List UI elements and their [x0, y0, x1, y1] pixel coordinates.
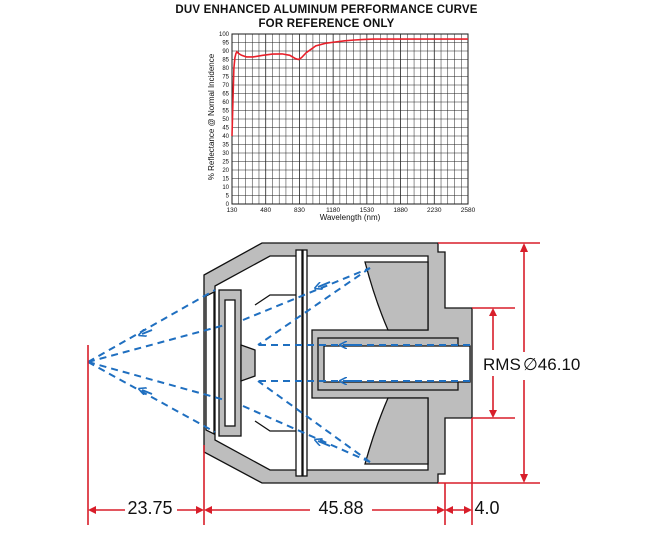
y-tick-label: 40: [222, 134, 229, 140]
secondary-mount-inner: [224, 299, 236, 427]
dim-arrowhead: [196, 506, 204, 514]
x-axis-label: Wavelength (nm): [320, 213, 381, 222]
y-axis-label: % Reflectance @ Normal Incidence: [207, 53, 216, 180]
chart-subtitle: FOR REFERENCE ONLY: [258, 18, 395, 30]
dim-arrowhead: [437, 506, 445, 514]
dim-arrowhead: [204, 506, 212, 514]
y-tick-label: 30: [222, 151, 229, 157]
window-plate-2: [302, 249, 308, 477]
ray-arrow: [318, 441, 331, 447]
x-tick-label: 830: [294, 207, 305, 214]
y-tick-label: 75: [222, 75, 229, 81]
dim-arrowhead: [489, 410, 497, 418]
window-plate: [295, 249, 303, 477]
y-tick-label: 0: [226, 202, 230, 208]
ray-primary-to-secondary-top: [257, 267, 371, 346]
y-tick-label: 5: [226, 194, 230, 200]
strut-top: [254, 294, 296, 306]
y-tick-label: 60: [222, 100, 229, 106]
y-tick-label: 65: [222, 92, 229, 98]
y-tick-label: 80: [222, 66, 229, 72]
dim-arrowhead: [520, 474, 528, 483]
ray-lower-outer: [87, 361, 216, 433]
y-tick-label: 45: [222, 126, 229, 132]
y-tick-label: 10: [222, 185, 229, 191]
dim-arrowhead: [88, 506, 96, 514]
primary-mirror-bottom: [364, 397, 429, 465]
dim-arrowhead: [464, 506, 472, 514]
dim-23-75: 23.75: [127, 498, 172, 518]
dim-4-0: 4.0: [474, 498, 499, 518]
ray-arrow: [142, 330, 153, 334]
y-tick-label: 35: [222, 143, 229, 149]
y-tick-label: 25: [222, 160, 229, 166]
x-tick-label: 2580: [461, 207, 476, 214]
primary-mirror-top: [364, 261, 429, 331]
reflectance-chart: 0 5 10 15 20 25 30 35 40 45 50 55 60 65 70 75 80 85 90 95 10…: [207, 32, 476, 222]
ray-upper-outer: [87, 289, 216, 363]
x-tick-label: 1180: [326, 207, 340, 214]
dim-arrowhead: [520, 243, 528, 252]
dim-arrowhead: [445, 506, 453, 514]
y-tick-label: 100: [219, 32, 230, 38]
x-tick-label: 1530: [360, 207, 375, 214]
y-tick-label: 50: [222, 117, 229, 123]
series-line-reflectance: [231, 38, 468, 137]
rms-label: RMS: [483, 355, 521, 374]
ray-arrow: [142, 390, 153, 394]
chart-title: DUV ENHANCED ALUMINUM PERFORMANCE CURVE: [175, 4, 478, 16]
ray-paths: [87, 267, 470, 463]
ray-arrow: [318, 281, 331, 287]
y-tick-label: 20: [222, 168, 229, 174]
dimension-lines: [87, 242, 540, 525]
y-tick-label: 55: [222, 109, 229, 115]
rear-bore-inner: [323, 345, 471, 383]
front-lens: [205, 290, 215, 436]
y-tick-label: 90: [222, 49, 229, 55]
x-tick-label: 2230: [427, 207, 442, 214]
y-tick-label: 70: [222, 83, 229, 89]
secondary-mirror: [240, 344, 256, 382]
y-tick-label: 95: [222, 41, 229, 47]
y-tick-label: 15: [222, 177, 229, 183]
strut-bottom: [254, 420, 296, 432]
ray-to-primary-top: [242, 267, 371, 321]
x-tick-label: 480: [260, 207, 271, 214]
dim-arrowhead: [489, 308, 497, 316]
x-tick-label: 130: [227, 207, 238, 214]
y-tick-label: 85: [222, 58, 229, 64]
diameter-label: ∅46.10: [523, 355, 580, 374]
objective-housing: [203, 242, 473, 484]
dim-45-88: 45.88: [318, 498, 363, 518]
x-tick-label: 1880: [393, 207, 408, 214]
